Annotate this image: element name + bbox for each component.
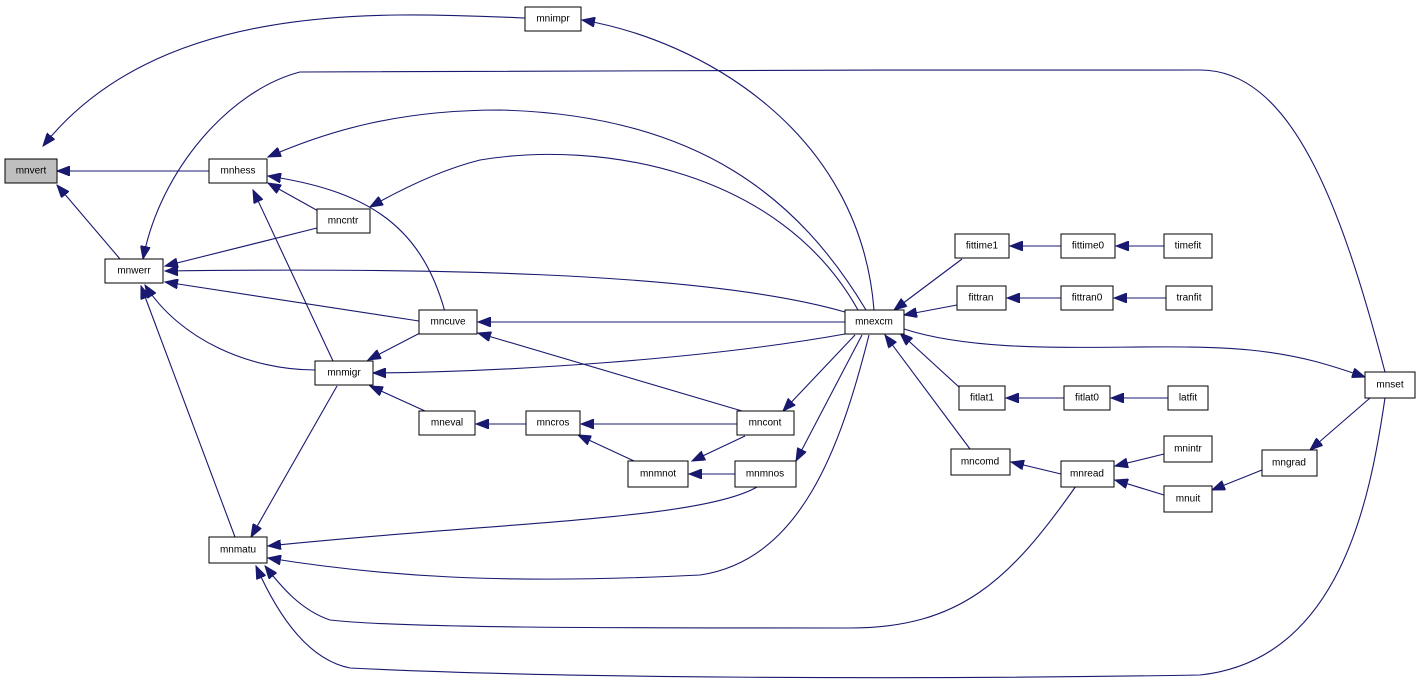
node-fitlat1[interactable]: fitlat1 [958,385,1006,411]
edge-mncuve-mnmigr [368,332,421,360]
edge-mnread-mncomd [1011,462,1062,475]
node-mnuit[interactable]: mnuit [1163,485,1213,513]
node-label: fitlat0 [1075,393,1099,404]
node-mnintr[interactable]: mnintr [1163,435,1213,463]
edge-mngrad-mnuit [1212,469,1263,490]
node-label: fitlat1 [970,393,994,404]
node-label: mnuit [1176,494,1201,505]
node-label: mncomd [961,457,999,468]
node-label: mnmatu [220,545,256,556]
node-mncuve[interactable]: mncuve [418,309,478,335]
edge-mnexcm-mnmigr [373,333,846,373]
node-fittran0[interactable]: fittran0 [1060,285,1114,311]
node-mnset[interactable]: mnset [1364,371,1416,399]
edge-mnexcm-mnmnos [796,334,863,461]
node-fitlat0[interactable]: fitlat0 [1063,385,1111,411]
edge-mnread-mnmatu [265,485,1077,629]
edge-fittran-mnexcm [904,304,958,315]
node-label: mnvert [16,166,47,177]
edge-mnset-mnwerr [143,69,1386,373]
edge-mnexcm-mncont [783,334,856,411]
node-mncomd[interactable]: mncomd [950,448,1011,476]
node-label: mnread [1070,469,1104,480]
edge-mnmigr-mnwerr [145,285,316,371]
nodes-layer: mnvert mnimpr mnhess mnwerr mncntr mncuv… [4,6,1416,564]
node-mnmigr[interactable]: mnmigr [314,360,374,386]
node-mnmatu[interactable]: mnmatu [208,536,268,564]
edge-mnmigr-mnhess [253,190,334,362]
edge-fitlat1-mnexcm [900,333,960,388]
edge-mncont-mncuve [478,333,743,412]
edge-mneval-mnmigr [370,386,426,412]
edge-mnexcm-mnmatu [268,334,870,580]
edge-mnintr-mnread [1115,453,1165,466]
node-label: fittran0 [1072,293,1103,304]
node-label: mnmnot [640,469,676,480]
edge-mncomd-mnexcm [885,335,971,450]
node-fittime0[interactable]: fittime0 [1060,233,1116,259]
node-label: mnimpr [536,14,570,25]
edge-mncuve-mnhess [268,176,446,313]
node-timefit[interactable]: timefit [1163,233,1213,259]
node-mnimpr[interactable]: mnimpr [524,6,582,32]
node-tranfit[interactable]: tranfit [1165,285,1213,311]
edge-mnmatu-mnwerr [141,286,236,538]
edge-mnexcm-mnimpr [582,20,875,311]
node-label: mneval [431,418,463,429]
edge-mnexcm-mnset [903,328,1365,377]
edge-mncont-mnmnot [692,435,746,461]
node-mnmnos[interactable]: mnmnos [734,460,797,488]
node-mnwerr[interactable]: mnwerr [104,258,164,284]
node-fittime1[interactable]: fittime1 [954,233,1010,259]
node-fittran[interactable]: fittran [956,285,1007,311]
node-mnexcm[interactable]: mnexcm [844,309,905,335]
node-label: mncuve [430,317,465,328]
node-label: mnexcm [855,317,893,328]
node-mncros[interactable]: mncros [525,410,581,436]
edge-mnset-mnmatu [256,397,1386,679]
edges-layer [43,14,1386,679]
edge-fittime1-mnexcm [894,258,963,310]
node-label: mnintr [1174,444,1202,455]
node-label: tranfit [1176,293,1201,304]
node-mncntr[interactable]: mncntr [316,208,371,234]
node-label: timefit [1175,241,1202,252]
node-mnhess[interactable]: mnhess [208,158,268,184]
node-label: mnhess [220,166,255,177]
node-label: mncros [537,418,570,429]
node-label: mnmnos [746,469,784,480]
node-label: mngrad [1272,458,1306,469]
node-label: mncntr [328,216,359,227]
node-label: mncont [749,418,782,429]
edge-mnexcm-mncntr [370,153,859,311]
edge-mncntr-mnwerr [165,227,318,266]
node-label: fittran [968,293,993,304]
edge-mnuit-mnread [1115,480,1165,496]
node-label: mnset [1376,380,1403,391]
edge-mnmigr-mnmatu [251,385,338,537]
node-label: mnwerr [117,266,151,277]
edge-mnmnot-mncros [578,435,635,462]
edge-mnexcm-mnhess [268,109,867,311]
edge-mncntr-mnhess [268,183,321,213]
edge-mnimpr-mnvert [43,14,526,146]
edge-mnwerr-mnvert [57,185,121,260]
node-mncont[interactable]: mncont [736,410,795,436]
node-mngrad[interactable]: mngrad [1261,449,1318,477]
node-mneval[interactable]: mneval [418,410,476,436]
node-label: mnmigr [327,368,361,379]
node-mnvert[interactable]: mnvert [4,158,58,184]
node-label: fittime1 [966,241,999,252]
edge-mnmnos-mnmatu [268,486,758,546]
node-mnmnot[interactable]: mnmnot [627,460,689,488]
edge-mncuve-mnwerr [165,282,420,322]
edge-mnexcm-mnwerr [165,270,846,313]
edge-mnset-mngrad [1310,397,1371,450]
node-latfit[interactable]: latfit [1167,385,1209,411]
node-label: latfit [1179,393,1198,404]
node-label: fittime0 [1072,241,1105,252]
node-mnread[interactable]: mnread [1060,460,1115,488]
